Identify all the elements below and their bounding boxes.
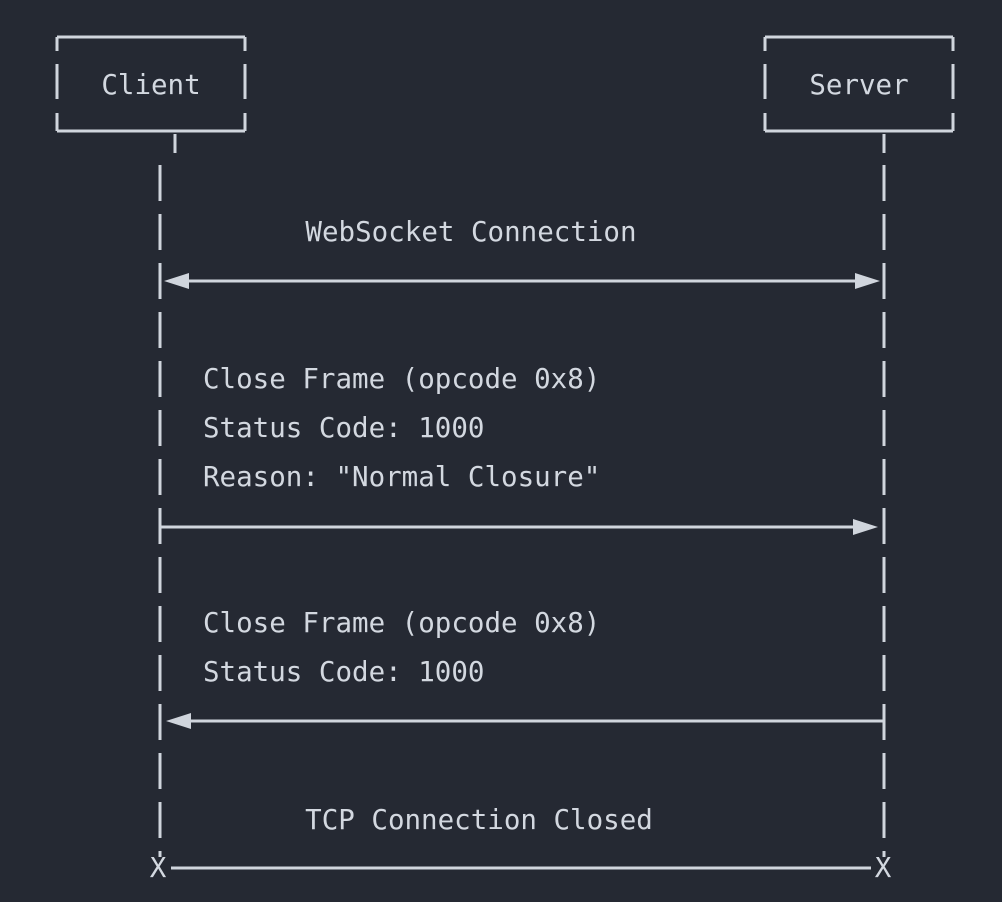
client-close-reason-line3: Reason: "Normal Closure" xyxy=(203,461,600,493)
arrowhead-left-icon xyxy=(166,713,191,729)
server-close-frame-line1: Close Frame (opcode 0x8) xyxy=(203,607,600,639)
client-box-border xyxy=(55,35,247,133)
client-actor-box: Client xyxy=(55,35,247,153)
tcp-connection-closed-message: TCP Connection Closed X X xyxy=(150,804,892,884)
tcp-closed-label: TCP Connection Closed xyxy=(305,804,653,836)
client-actor-label: Client xyxy=(101,69,200,101)
server-actor-box: Server xyxy=(763,35,955,153)
server-close-frame-message: Close Frame (opcode 0x8) Status Code: 10… xyxy=(166,607,884,729)
websocket-connection-message: WebSocket Connection xyxy=(164,216,880,289)
tcp-closed-terminator-left: X xyxy=(150,852,167,884)
tcp-closed-terminator-right: X xyxy=(875,852,892,884)
arrowhead-right-icon xyxy=(855,273,880,289)
server-actor-label: Server xyxy=(809,69,908,101)
client-close-frame-line1: Close Frame (opcode 0x8) xyxy=(203,363,600,395)
arrowhead-left-icon xyxy=(164,273,189,289)
websocket-connection-label: WebSocket Connection xyxy=(305,216,636,248)
server-close-status-line2: Status Code: 1000 xyxy=(203,656,484,688)
client-close-status-line2: Status Code: 1000 xyxy=(203,412,484,444)
client-close-frame-message: Close Frame (opcode 0x8) Status Code: 10… xyxy=(160,363,878,535)
arrowhead-right-icon xyxy=(853,519,878,535)
server-box-border xyxy=(763,35,955,133)
